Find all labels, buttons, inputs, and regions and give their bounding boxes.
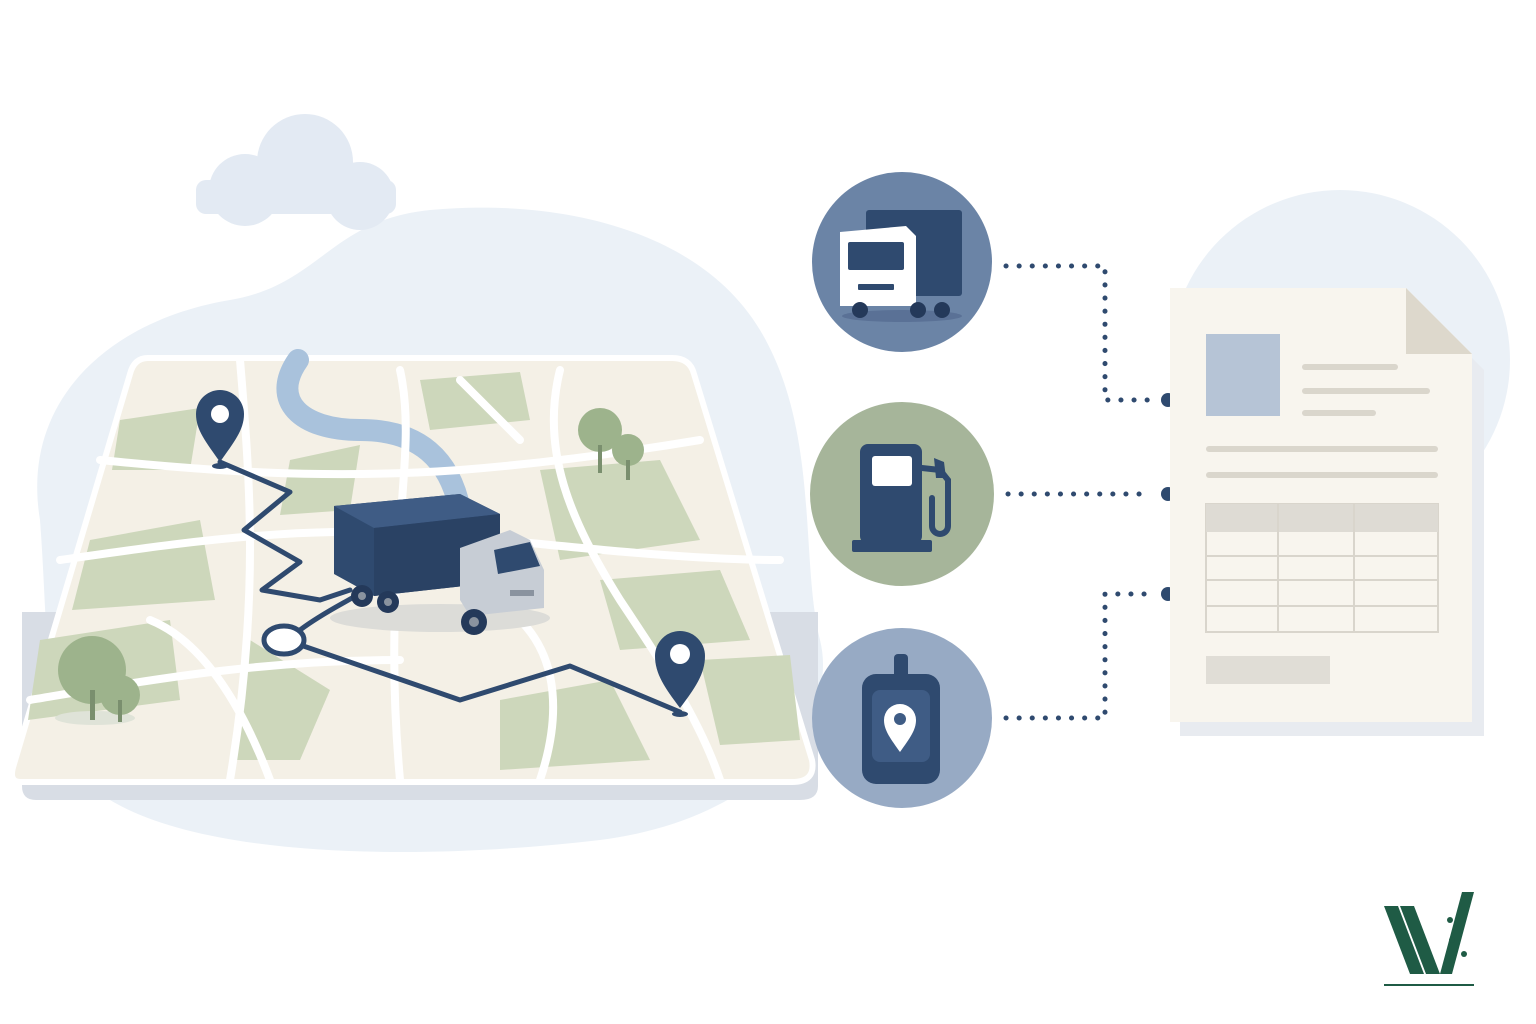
vehicle-data-node[interactable]: [812, 172, 992, 352]
fuel-pump-icon: [852, 444, 951, 552]
tracker-data-node[interactable]: [812, 628, 992, 808]
connector-lines: [1003, 263, 1155, 721]
waypoint-marker: [261, 623, 307, 657]
report-document-icon: [1170, 288, 1484, 736]
gps-tracker-icon: [862, 654, 940, 784]
truck-icon: [840, 210, 962, 322]
document-footer-block: [1206, 656, 1330, 684]
route-line: [217, 459, 353, 603]
location-pin-icon: [196, 390, 244, 469]
route-line: [283, 637, 683, 715]
tree-icon: [55, 636, 140, 725]
document-fold: [1406, 288, 1472, 354]
brand-logo-icon: [1384, 892, 1474, 986]
tree-icon: [578, 408, 644, 480]
delivery-truck-icon: [330, 494, 550, 635]
document-table: [1205, 503, 1439, 633]
fuel-data-node[interactable]: [810, 402, 994, 586]
connector-tracker: [1003, 591, 1153, 721]
document-image-block: [1206, 334, 1280, 416]
cloud-icon: [196, 114, 396, 230]
location-pin-icon: [655, 631, 705, 717]
map-board: [9, 349, 818, 800]
connector-vehicle: [1003, 263, 1153, 403]
route-line: [297, 595, 355, 633]
document-text-lines: [1206, 364, 1438, 478]
